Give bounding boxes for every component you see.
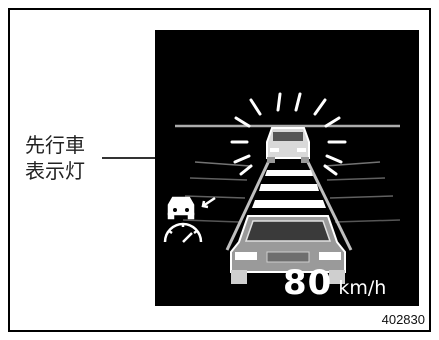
speed-value: 80 <box>283 263 333 303</box>
lead-vehicle-icon <box>266 127 310 163</box>
acc-speedometer-icon <box>163 196 216 243</box>
road-lines <box>175 124 401 251</box>
lead-vehicle-indicator-rays <box>230 92 347 176</box>
lead-vehicle-label-line1: 先行車 <box>25 133 85 157</box>
figure-id: 402830 <box>381 312 425 327</box>
speed-unit: km/h <box>338 277 387 299</box>
display-graphic <box>163 92 401 284</box>
speed-readout: 80 km/h <box>283 266 386 300</box>
lead-vehicle-label-line2: 表示灯 <box>25 159 85 183</box>
meter-display: 80 km/h <box>155 30 419 306</box>
own-vehicle-icon <box>230 215 346 284</box>
distance-bars <box>252 170 326 208</box>
